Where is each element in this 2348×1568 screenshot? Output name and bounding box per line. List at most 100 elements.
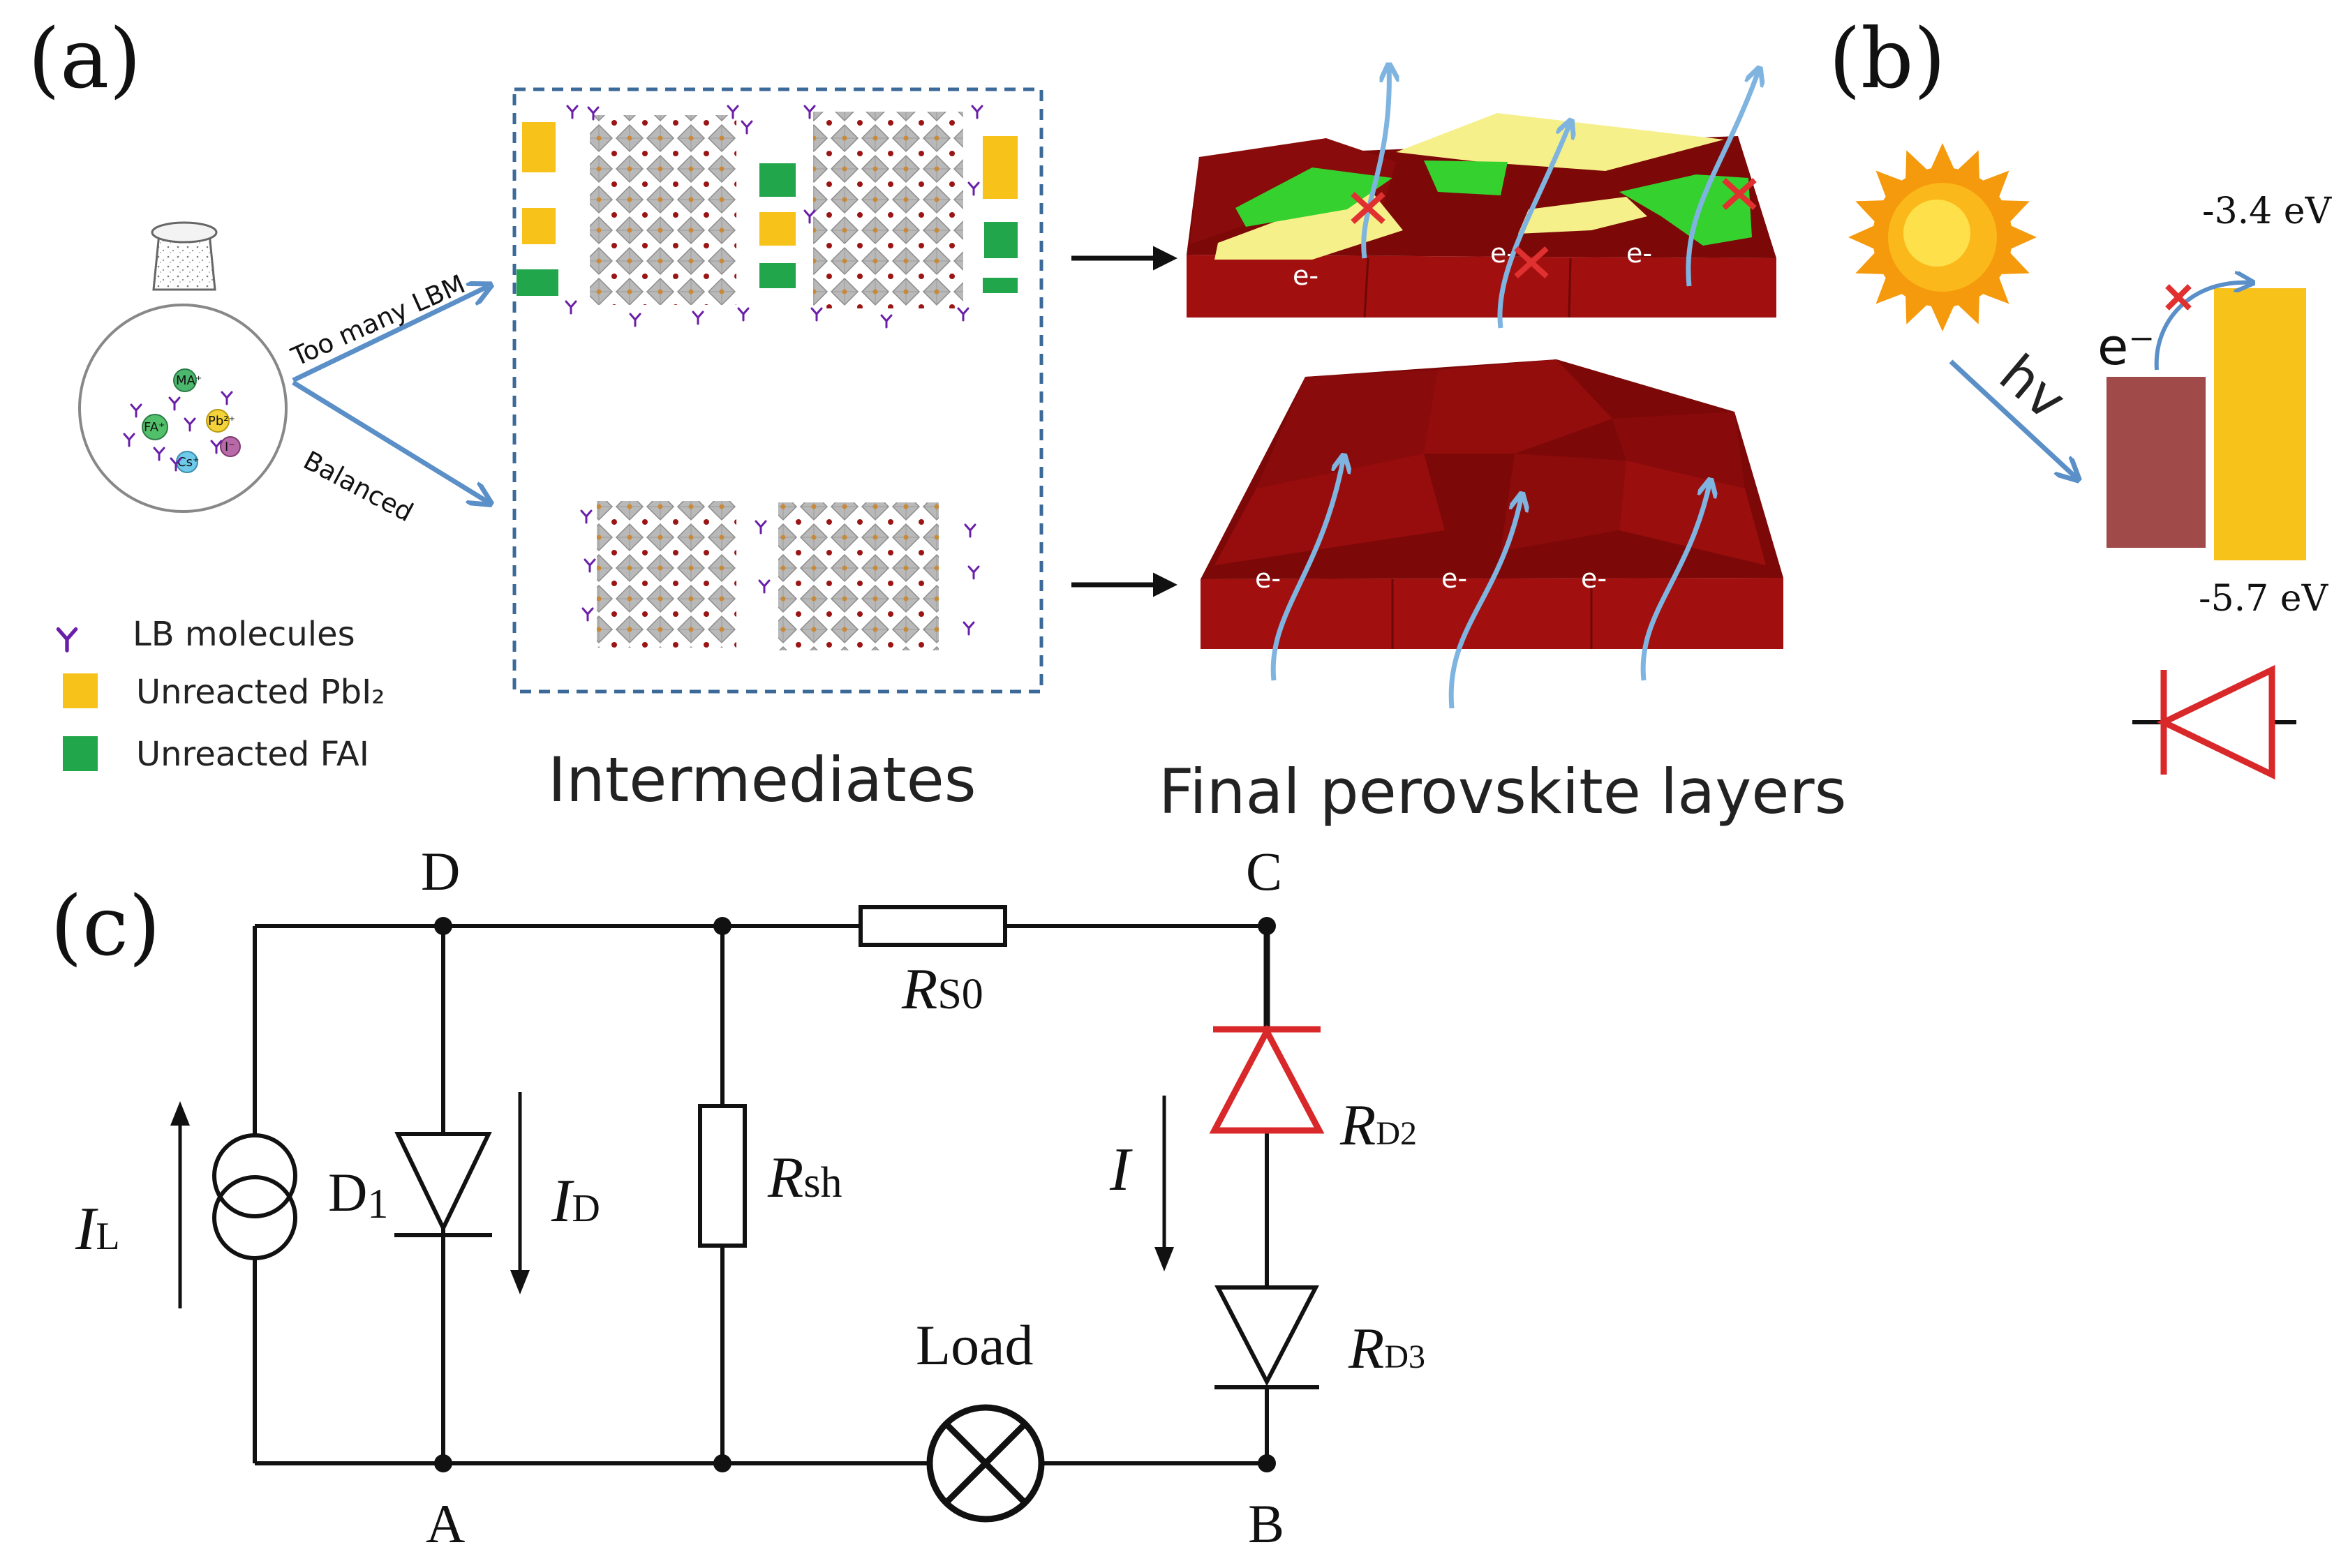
fai-grain — [1619, 174, 1752, 246]
electron-label: e- — [1626, 238, 1652, 269]
intermediates-label: Intermediates — [548, 744, 976, 816]
lb-molecule-icon — [963, 621, 975, 636]
band-left — [2106, 377, 2206, 548]
electron-label-b: e⁻ — [2097, 318, 2155, 376]
d1-label: D1 — [328, 1162, 388, 1227]
node-c-label: C — [1246, 841, 1282, 902]
lb-molecule-icon — [737, 307, 750, 322]
diode-rd2-icon — [1209, 1024, 1325, 1134]
node-dot — [713, 917, 731, 935]
node-a-dot — [434, 1454, 452, 1472]
resistor-rsh — [698, 1104, 747, 1248]
crystal-block — [590, 115, 736, 305]
intermediates-box — [512, 87, 1043, 694]
carrier-path — [1497, 122, 1570, 329]
crystal-block — [778, 502, 939, 650]
pbi2-bar — [522, 122, 556, 172]
square-icon-pbi2 — [63, 673, 98, 708]
fai-bar — [759, 263, 796, 288]
electron-label: e- — [1293, 260, 1318, 291]
lb-molecule-icon — [803, 105, 816, 119]
pbi2-bar — [983, 136, 1018, 199]
rsh-label: Rsh — [767, 1145, 842, 1210]
arrow-balanced — [292, 380, 489, 502]
carrier-path — [1448, 495, 1522, 709]
current-source-icon — [170, 1101, 297, 1308]
id-label: ID — [551, 1167, 600, 1235]
precursor-flask: MA⁺ FA⁺ Pb²⁺ Cs⁺ I⁻ — [78, 221, 288, 513]
block-x-icon — [1722, 178, 1757, 210]
grain-boundary — [1568, 257, 1572, 318]
fai-bar — [983, 278, 1018, 293]
i-label: I — [1109, 1136, 1133, 1204]
grain-boundary — [1363, 257, 1369, 318]
fai-bar — [517, 269, 558, 296]
ion-ma — [173, 368, 197, 392]
flask-body — [78, 304, 288, 513]
panel-a-label: (a) — [28, 10, 141, 107]
pbi2-grain — [1518, 197, 1647, 234]
lb-molecule-icon — [580, 509, 593, 524]
y-molecule-icon — [58, 629, 75, 651]
node-d-label: D — [421, 841, 460, 902]
legend-label-fai: Unreacted FAI — [136, 735, 369, 774]
block-x-icon — [1514, 246, 1549, 278]
ion-pb-label: Pb²⁺ — [208, 414, 235, 428]
lb-molecule-icon — [692, 311, 704, 325]
lb-molecule-icon — [566, 105, 579, 119]
grain — [1612, 412, 1745, 488]
band-right — [2214, 288, 2306, 560]
diode-d1-icon — [394, 1132, 492, 1237]
crystal-block — [597, 501, 736, 648]
electron-label: e- — [1255, 563, 1281, 594]
node-c-dot — [1258, 917, 1276, 935]
ion-fa — [142, 414, 168, 440]
panel-c-label: (c) — [50, 878, 161, 974]
load-label: Load — [916, 1313, 1033, 1377]
carrier-path — [1361, 66, 1390, 259]
carrier-path — [1686, 70, 1759, 287]
fai-bar — [984, 222, 1018, 258]
ion-fa-label: FA⁺ — [144, 420, 165, 435]
photon-arrow — [1949, 359, 2076, 478]
grain — [1256, 370, 1438, 488]
panel-b: (b) — [1829, 10, 2333, 780]
panel-c: (c) D C A B — [50, 841, 1425, 1554]
lb-molecule-icon — [565, 300, 577, 315]
ion-cs-label: Cs⁺ — [177, 455, 199, 470]
il-label: IL — [75, 1195, 120, 1263]
crystal-block — [813, 112, 963, 308]
diode-rd3-icon — [1214, 1285, 1319, 1389]
arrow-lower-label: Balanced — [299, 445, 418, 528]
block-x-icon — [1351, 192, 1385, 224]
lb-molecule-icon — [755, 520, 767, 535]
layer-front — [1187, 255, 1776, 318]
lb-molecule-icon — [803, 209, 816, 224]
electron-label: e- — [1441, 563, 1467, 594]
final-layer-lower: e- e- e- — [1201, 359, 1783, 709]
rd2-label: RD2 — [1339, 1093, 1417, 1158]
panel-b-label: (b) — [1829, 10, 1946, 107]
fai-grain — [1235, 167, 1392, 227]
electron-label: e- — [1581, 563, 1607, 594]
lb-molecule-icon — [629, 313, 641, 327]
layer-front — [1201, 578, 1783, 649]
fai-bar — [759, 163, 796, 197]
node-d-dot — [434, 917, 452, 935]
grain — [1424, 359, 1612, 454]
node-b-label: B — [1248, 1493, 1284, 1554]
legend-label-lb: LB molecules — [133, 615, 355, 654]
grain — [1619, 461, 1766, 565]
lb-molecule-icon — [957, 307, 969, 322]
lb-molecule-icon — [967, 181, 980, 196]
carrier-path — [1640, 481, 1710, 681]
ion-i-label: I⁻ — [225, 440, 235, 454]
legend-label-pbi2: Unreacted PbI₂ — [136, 673, 385, 712]
fai-grain — [1424, 160, 1508, 195]
flask-mouth — [151, 221, 218, 244]
lb-molecule-icon — [584, 558, 596, 573]
lb-molecule-icon — [880, 314, 893, 329]
lb-molecule-icon — [758, 579, 771, 594]
ion-ma-label: MA⁺ — [176, 373, 202, 388]
